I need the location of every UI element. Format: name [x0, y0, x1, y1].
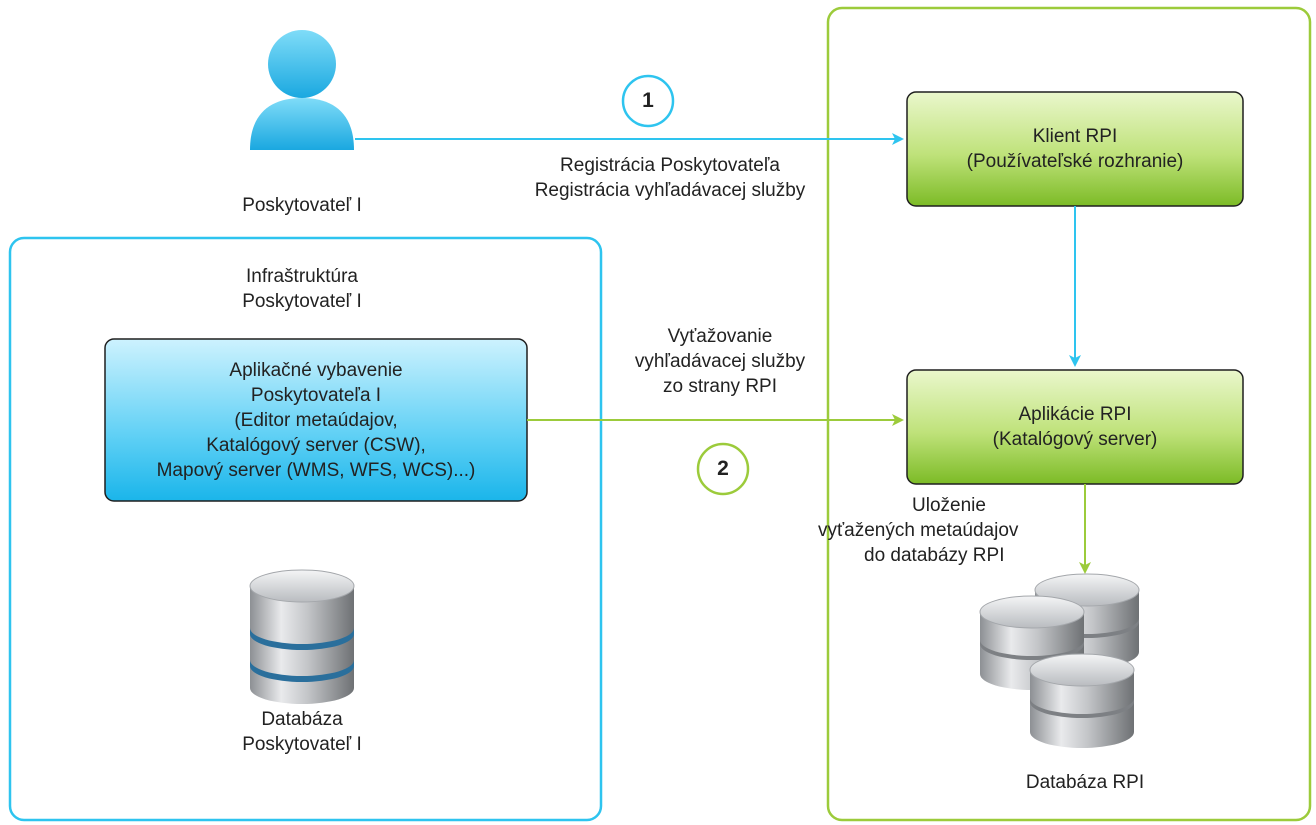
- provider-app-line: (Editor metaúdajov,: [234, 409, 398, 431]
- provider-app-line: Poskytovateľa I: [250, 384, 382, 406]
- flow2-label: Vyťažovanie vyhľadávacej služby zo stran…: [590, 324, 850, 399]
- rpi-database-icon: [979, 573, 1140, 748]
- flow1-number: 1: [642, 89, 654, 112]
- rpi-store-label-line: do databázy RPI: [864, 545, 1005, 566]
- flow2-label-line: vyhľadávacej služby: [634, 351, 806, 372]
- rpi-app-subtitle: (Katalógový server): [992, 429, 1158, 450]
- rpi-app-box-text: Aplikácie RPI (Katalógový server): [907, 370, 1243, 484]
- provider-infrastructure-title: Infraštruktúra Poskytovateľ I: [202, 264, 402, 314]
- provider-infrastructure-title-line: Poskytovateľ I: [242, 291, 362, 312]
- user-icon: [250, 30, 354, 150]
- rpi-store-label-line: vyťažených metaúdajov: [818, 520, 1019, 541]
- provider-infrastructure-title-line: Infraštruktúra: [246, 266, 358, 287]
- flow2-label-line: zo strany RPI: [662, 376, 778, 397]
- flow1-number-badge: [621, 74, 675, 128]
- provider-database-label-line: Poskytovateľ I: [242, 734, 362, 755]
- client-rpi-title: Klient RPI: [1032, 126, 1118, 147]
- provider-database-icon: [249, 569, 355, 704]
- flow2-label-line: Vyťažovanie: [667, 326, 773, 347]
- rpi-database-label: Databáza RPI: [1025, 772, 1145, 793]
- flow2-number-badge: [696, 442, 750, 496]
- rpi-store-label: Uloženie vyťažených metaúdajov do databá…: [818, 493, 1058, 568]
- provider-label: Poskytovateľ I: [242, 195, 362, 216]
- flow1-label-line: Registrácia vyhľadávacej služby: [534, 180, 806, 201]
- client-rpi-subtitle: (Používateľské rozhranie): [966, 151, 1184, 172]
- provider-app-line: Mapový server (WMS, WFS, WCS)...): [156, 459, 476, 481]
- provider-app-line: Aplikačné vybavenie: [229, 359, 403, 381]
- provider-app-box-text: Aplikačné vybavenie Poskytovateľa I (Edi…: [105, 339, 527, 501]
- client-rpi-box-text: Klient RPI (Používateľské rozhranie): [907, 92, 1243, 206]
- flow1-label-line: Registrácia Poskytovateľa: [560, 155, 780, 176]
- provider-database-label: Databáza Poskytovateľ I: [202, 707, 402, 757]
- flow2-number: 2: [717, 457, 729, 480]
- provider-database-label-line: Databáza: [261, 709, 343, 730]
- rpi-app-title: Aplikácie RPI: [1018, 404, 1132, 425]
- provider-app-line: Katalógový server (CSW),: [206, 434, 426, 456]
- rpi-app-box: [906, 369, 1244, 485]
- flow1-label: Registrácia Poskytovateľa Registrácia vy…: [470, 153, 870, 203]
- rpi-store-label-line: Uloženie: [912, 495, 986, 516]
